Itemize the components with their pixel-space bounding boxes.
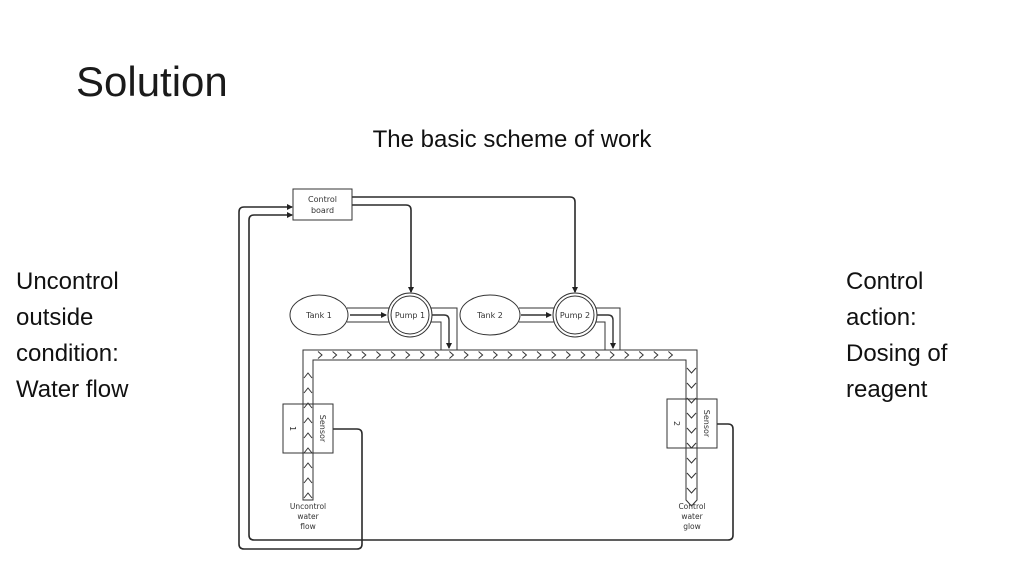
flow-chevron xyxy=(390,351,396,359)
outlet-label-line: Control xyxy=(678,502,705,511)
flow-chevron xyxy=(303,387,313,394)
flow-chevron xyxy=(686,367,697,374)
flow-chevron xyxy=(405,351,411,359)
control-board-label-1: Control xyxy=(308,195,337,204)
flow-chevron xyxy=(303,492,313,499)
flow-chevron xyxy=(638,351,644,359)
flow-chevron xyxy=(624,351,630,359)
flow-chevron xyxy=(492,351,498,359)
tank-2: Tank 2 xyxy=(459,294,521,336)
flow-chevron xyxy=(303,477,313,484)
flow-chevron xyxy=(346,351,352,359)
sensor-1-label: Sensor xyxy=(318,415,327,443)
flow-chevron xyxy=(686,427,697,434)
flow-chevron xyxy=(434,351,440,359)
sensor1-feedback-line xyxy=(238,204,363,550)
flow-chevron xyxy=(686,487,697,494)
slide-title: Solution xyxy=(76,58,228,105)
control-board: Control board xyxy=(292,188,353,221)
flow-chevron xyxy=(536,351,542,359)
flow-chevron xyxy=(686,382,697,389)
sensor-2-label: Sensor xyxy=(702,410,711,438)
flow-chevron xyxy=(376,351,382,359)
flow-chevron xyxy=(303,402,313,409)
inlet-label: Uncontrol water flow xyxy=(290,502,326,531)
flow-chevron xyxy=(303,432,313,439)
sensor-1-number: 1 xyxy=(288,426,297,431)
outlet-label-line: glow xyxy=(683,522,701,531)
flow-chevron xyxy=(303,417,313,424)
flow-chevron xyxy=(303,447,313,454)
left-note-line: Water flow xyxy=(16,376,129,403)
flow-chevron xyxy=(449,351,455,359)
outlet-label-line: water xyxy=(681,512,703,521)
flow-chevron xyxy=(686,397,697,404)
pump-2: Pump 2 xyxy=(552,292,598,338)
tank-2-label: Tank 2 xyxy=(476,311,503,320)
flow-chevron xyxy=(303,372,313,379)
flow-chevron xyxy=(686,412,697,419)
flow-chevron xyxy=(653,351,659,359)
diagram-subtitle: The basic scheme of work xyxy=(372,126,652,153)
flow-chevron xyxy=(317,351,323,359)
flow-chevron xyxy=(478,351,484,359)
flow-chevron xyxy=(419,351,425,359)
flow-chevrons xyxy=(303,351,697,499)
left-note-line: outside xyxy=(16,304,94,331)
right-note: Control action: Dosing of reagent xyxy=(846,264,947,408)
flow-chevron xyxy=(361,351,367,359)
flow-chevron xyxy=(303,462,313,469)
pump-1-label: Pump 1 xyxy=(395,311,425,320)
left-note: Uncontrol outside condition: Water flow xyxy=(16,264,128,408)
flow-chevron xyxy=(551,351,557,359)
tank-1: Tank 1 xyxy=(289,294,349,336)
control-to-pump1-line xyxy=(352,204,414,293)
left-note-line: condition: xyxy=(16,340,119,367)
flow-chevron xyxy=(463,351,469,359)
sensor2-feedback-line xyxy=(248,212,734,541)
pump-2-label: Pump 2 xyxy=(560,311,590,320)
control-board-label-2: board xyxy=(311,206,334,215)
sensor-1: Sensor 1 xyxy=(282,403,334,454)
left-note-line: Uncontrol xyxy=(16,268,119,295)
outlet-label: Control water glow xyxy=(678,502,705,531)
flow-chevron xyxy=(522,351,528,359)
flow-chevron xyxy=(507,351,513,359)
flow-chevron xyxy=(686,457,697,464)
right-note-line: reagent xyxy=(846,376,928,403)
right-note-line: Dosing of xyxy=(846,340,948,367)
control-to-pump2-line xyxy=(352,196,578,293)
flow-chevron xyxy=(565,351,571,359)
flow-chevron xyxy=(580,351,586,359)
inlet-label-line: water xyxy=(297,512,319,521)
sensor-2: Sensor 2 xyxy=(666,398,718,449)
flow-chevron xyxy=(609,351,615,359)
sensor-2-number: 2 xyxy=(672,421,681,426)
flow-chevron xyxy=(595,351,601,359)
right-note-line: Control xyxy=(846,268,924,295)
inlet-label-line: flow xyxy=(300,522,315,531)
flow-chevron xyxy=(686,472,697,479)
inlet-label-line: Uncontrol xyxy=(290,502,326,511)
flow-chevron xyxy=(668,351,674,359)
flow-chevron xyxy=(332,351,338,359)
right-note-line: action: xyxy=(846,304,917,331)
tank-1-label: Tank 1 xyxy=(305,311,332,320)
pump-1: Pump 1 xyxy=(387,292,433,338)
